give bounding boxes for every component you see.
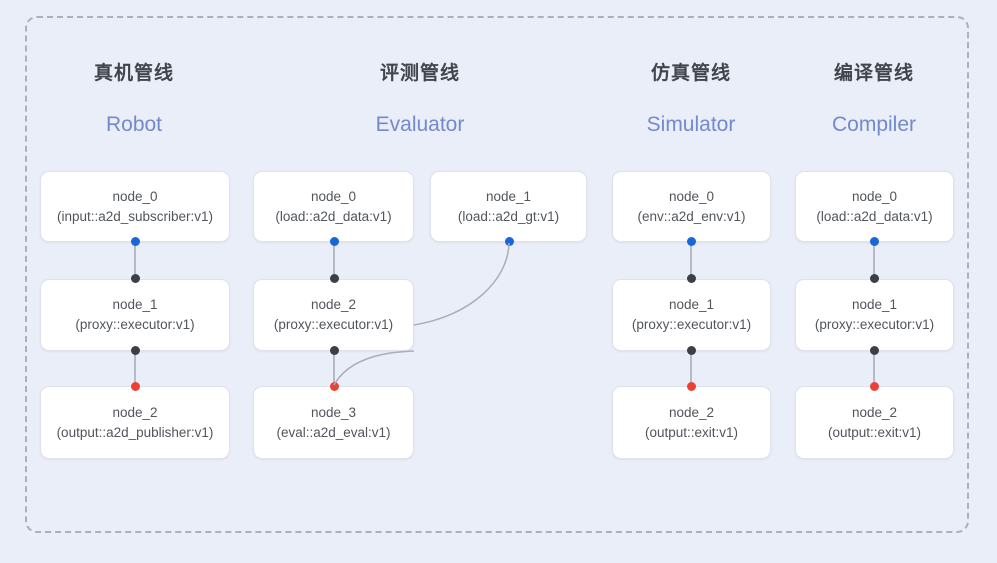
column-title-evaluator: 评测管线 (379, 63, 460, 84)
node-id: node_2 (310, 297, 357, 312)
node-card-robot-2[interactable]: node_2 (output::a2d_publisher:v1) (40, 386, 230, 459)
node-type: (eval::a2d_eval:v1) (276, 424, 391, 440)
port-input-icon[interactable] (869, 346, 879, 355)
node-type: (env::a2d_env:v1) (637, 208, 746, 224)
port-input-icon[interactable] (130, 346, 140, 355)
node-card-evaluator-1[interactable]: node_1 (load::a2d_gt:v1) (430, 171, 587, 242)
column-subtitle-simulator: Simulator (646, 113, 736, 136)
node-type: (input::a2d_subscriber:v1) (56, 208, 214, 224)
edge-compiler-1-2 (873, 351, 875, 386)
port-output-icon[interactable] (686, 237, 696, 246)
node-id: node_0 (310, 188, 357, 204)
node-card-compiler-1[interactable]: node_1 (proxy::executor:v1) (795, 279, 954, 351)
edge-compiler-0-1 (873, 242, 875, 279)
node-type: (proxy::executor:v1) (273, 317, 394, 332)
port-output-icon[interactable] (329, 237, 339, 246)
node-type: (output::a2d_publisher:v1) (56, 424, 214, 440)
port-terminal-icon[interactable] (869, 382, 879, 391)
node-card-compiler-2[interactable]: node_2 (output::exit:v1) (795, 386, 954, 459)
column-subtitle-compiler: Compiler (831, 113, 917, 136)
node-id: node_1 (112, 297, 158, 312)
column-title-simulator: 仿真管线 (650, 63, 731, 84)
node-id: node_1 (668, 297, 715, 312)
pipeline-group-frame (25, 16, 969, 533)
column-header-simulator: 仿真管线 Simulator (591, 62, 791, 137)
edge-evaluator-2-3 (333, 351, 335, 386)
node-id: node_2 (668, 404, 715, 420)
column-title-robot: 真机管线 (93, 63, 174, 84)
column-header-compiler: 编译管线 Compiler (774, 62, 974, 137)
node-card-evaluator-3[interactable]: node_3 (eval::a2d_eval:v1) (253, 386, 414, 459)
node-card-evaluator-0[interactable]: node_0 (load::a2d_data:v1) (253, 171, 414, 242)
edge-robot-1-2 (134, 351, 136, 386)
node-type: (load::a2d_data:v1) (816, 208, 933, 224)
edge-simulator-1-2 (690, 351, 692, 386)
node-id: node_1 (851, 297, 898, 312)
node-type: (proxy::executor:v1) (631, 317, 752, 332)
port-input-icon[interactable] (869, 274, 879, 283)
port-output-icon[interactable] (130, 237, 140, 246)
node-card-evaluator-2[interactable]: node_2 (proxy::executor:v1) (253, 279, 414, 351)
node-id: node_0 (112, 188, 158, 204)
edge-simulator-0-1 (690, 242, 692, 279)
node-type: (output::exit:v1) (827, 424, 922, 440)
port-input-icon[interactable] (329, 274, 339, 283)
edge-robot-0-1 (134, 242, 136, 279)
node-type: (proxy::executor:v1) (814, 317, 935, 332)
edge-evaluator-0-2 (333, 242, 335, 279)
node-card-simulator-0[interactable]: node_0 (env::a2d_env:v1) (612, 171, 771, 242)
node-card-compiler-0[interactable]: node_0 (load::a2d_data:v1) (795, 171, 954, 242)
port-output-icon[interactable] (504, 237, 514, 246)
node-type: (output::exit:v1) (644, 424, 739, 440)
node-id: node_0 (668, 188, 715, 204)
node-type: (proxy::executor:v1) (75, 317, 195, 332)
port-terminal-icon[interactable] (130, 382, 140, 391)
port-output-icon[interactable] (869, 237, 879, 246)
node-id: node_1 (485, 188, 532, 204)
column-header-evaluator: 评测管线 Evaluator (320, 62, 520, 137)
node-card-simulator-1[interactable]: node_1 (proxy::executor:v1) (612, 279, 771, 351)
node-id: node_2 (851, 404, 898, 420)
node-id: node_0 (851, 188, 898, 204)
port-terminal-icon[interactable] (329, 382, 339, 391)
node-id: node_2 (112, 404, 158, 420)
column-subtitle-evaluator: Evaluator (375, 113, 465, 136)
column-title-compiler: 编译管线 (833, 63, 914, 84)
column-header-robot: 真机管线 Robot (34, 62, 234, 137)
node-id: node_3 (310, 404, 357, 420)
port-terminal-icon[interactable] (686, 382, 696, 391)
port-input-icon[interactable] (686, 346, 696, 355)
port-input-icon[interactable] (329, 346, 339, 355)
port-input-icon[interactable] (130, 274, 140, 283)
node-type: (load::a2d_data:v1) (275, 208, 392, 224)
node-card-robot-1[interactable]: node_1 (proxy::executor:v1) (40, 279, 230, 351)
node-card-robot-0[interactable]: node_0 (input::a2d_subscriber:v1) (40, 171, 230, 242)
column-subtitle-robot: Robot (105, 113, 163, 136)
port-input-icon[interactable] (686, 274, 696, 283)
node-card-simulator-2[interactable]: node_2 (output::exit:v1) (612, 386, 771, 459)
node-type: (load::a2d_gt:v1) (457, 208, 560, 224)
